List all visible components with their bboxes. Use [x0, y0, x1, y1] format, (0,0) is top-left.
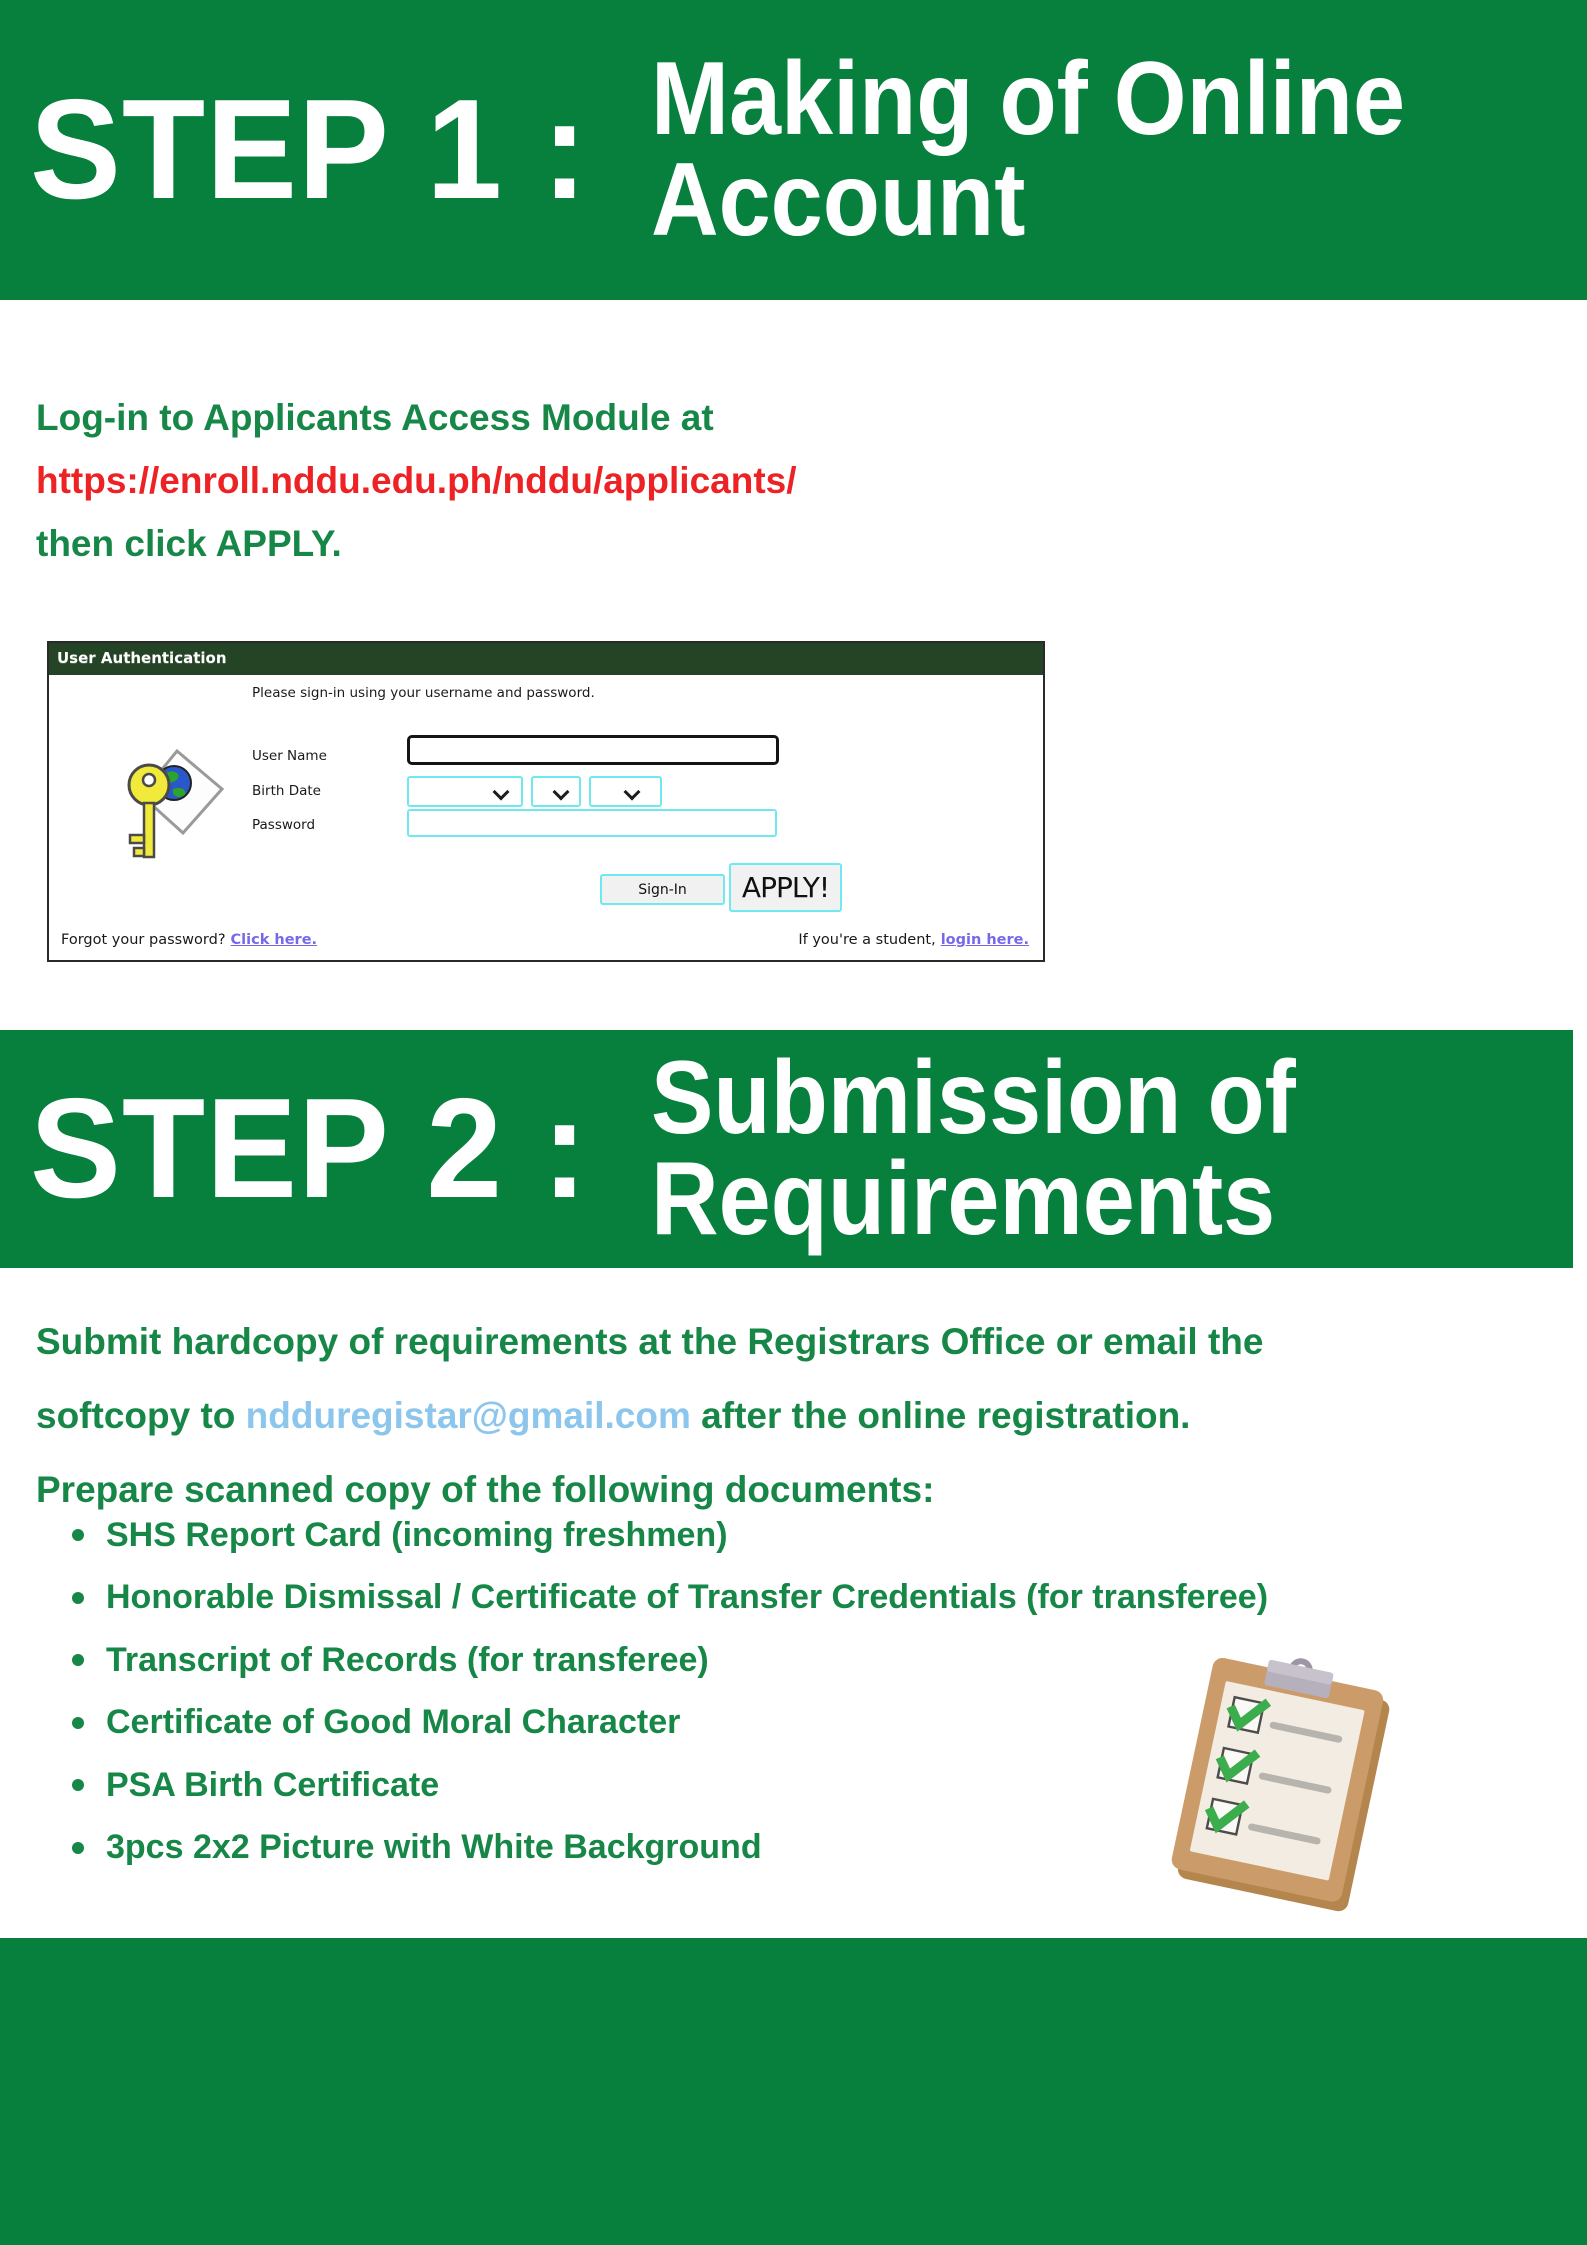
auth-links-row: Forgot your password?Click here. If you'… [61, 932, 1029, 948]
bullet-icon [72, 1841, 84, 1854]
step1-title-line2: Account [651, 142, 1026, 258]
footer-band [0, 1938, 1587, 2245]
step1-label: STEP 1 : [30, 70, 589, 229]
apply-button[interactable]: APPLY! [729, 863, 842, 912]
key-icon [121, 745, 229, 867]
bullet-icon [72, 1529, 84, 1542]
user-authentication-window: User Authentication Please sign-in using… [47, 641, 1045, 962]
requirement-text: Transcript of Records (for transferee) [106, 1640, 709, 1679]
requirement-text: Honorable Dismissal / Certificate of Tra… [106, 1578, 1269, 1617]
auth-window-body: Please sign-in using your username and p… [49, 675, 1043, 960]
submission-line1: Submit hardcopy of requirements at the R… [36, 1321, 1264, 1362]
submission-line2: softcopy to ndduregistar@gmail.com after… [36, 1379, 1263, 1453]
student-login-link[interactable]: login here. [940, 932, 1029, 948]
clipboard-illustration [1128, 1642, 1428, 1922]
chevron-down-icon [552, 783, 570, 801]
step2-banner: STEP 2 : Submission of Requirements [0, 1030, 1573, 1268]
bullet-icon [72, 1654, 84, 1667]
intro-line3: then click APPLY. [36, 523, 342, 564]
requirement-item: Honorable Dismissal / Certificate of Tra… [60, 1567, 1268, 1630]
forgot-password-link[interactable]: Click here. [230, 932, 318, 948]
requirement-item: Transcript of Records (for transferee) [60, 1629, 1268, 1692]
submission-line2-suffix: after the online registration. [690, 1395, 1191, 1436]
forgot-password-text: Forgot your password? [61, 932, 226, 948]
requirement-item: 3pcs 2x2 Picture with White Background [60, 1817, 1268, 1880]
step2-title-line2: Requirements [651, 1141, 1276, 1257]
birthdate-month-select[interactable] [407, 776, 523, 807]
username-input[interactable] [407, 735, 779, 765]
requirement-item: SHS Report Card (incoming freshmen) [60, 1504, 1268, 1567]
step2-label: STEP 2 : [30, 1069, 589, 1228]
chevron-down-icon [623, 783, 641, 801]
intro-line1: Log-in to Applicants Access Module at [36, 397, 714, 438]
bullet-icon [72, 1591, 84, 1604]
step1-title: Making of Online Account [651, 41, 1406, 258]
step1-instructions: Log-in to Applicants Access Module at ht… [36, 386, 797, 575]
sign-in-button[interactable]: Sign-In [600, 874, 725, 905]
requirement-text: 3pcs 2x2 Picture with White Background [106, 1828, 762, 1867]
bullet-icon [72, 1779, 84, 1792]
applicants-url: https://enroll.nddu.edu.ph/nddu/applican… [36, 460, 797, 501]
password-input[interactable] [407, 809, 777, 837]
registrar-email: ndduregistar@gmail.com [245, 1395, 691, 1436]
requirement-text: Certificate of Good Moral Character [106, 1703, 681, 1742]
requirement-item: Certificate of Good Moral Character [60, 1692, 1268, 1755]
requirement-text: PSA Birth Certificate [106, 1765, 440, 1804]
requirement-item: PSA Birth Certificate [60, 1754, 1268, 1817]
username-label: User Name [252, 748, 327, 764]
forgot-password-group: Forgot your password?Click here. [61, 932, 317, 948]
auth-window-titlebar: User Authentication [49, 643, 1043, 675]
student-text: If you're a student, [798, 932, 936, 948]
birthdate-label: Birth Date [252, 783, 321, 799]
requirement-text: SHS Report Card (incoming freshmen) [106, 1515, 728, 1554]
birthdate-day-select[interactable] [531, 776, 581, 807]
requirements-list: SHS Report Card (incoming freshmen) Honor… [60, 1504, 1268, 1879]
submission-line2-prefix: softcopy to [36, 1395, 246, 1436]
step1-title-line1: Making of Online [651, 41, 1406, 158]
step2-title: Submission of Requirements [651, 1040, 1297, 1257]
chevron-down-icon [492, 783, 510, 801]
auth-instruction: Please sign-in using your username and p… [252, 685, 595, 701]
step2-title-line1: Submission of [651, 1040, 1297, 1157]
birthdate-year-select[interactable] [589, 776, 662, 807]
step2-instructions: Submit hardcopy of requirements at the R… [36, 1305, 1263, 1527]
submission-line3: Prepare scanned copy of the following do… [36, 1469, 935, 1510]
password-label: Password [252, 817, 316, 833]
bullet-icon [72, 1716, 84, 1729]
step1-banner: STEP 1 : Making of Online Account [0, 0, 1587, 300]
student-login-group: If you're a student,login here. [798, 932, 1029, 948]
